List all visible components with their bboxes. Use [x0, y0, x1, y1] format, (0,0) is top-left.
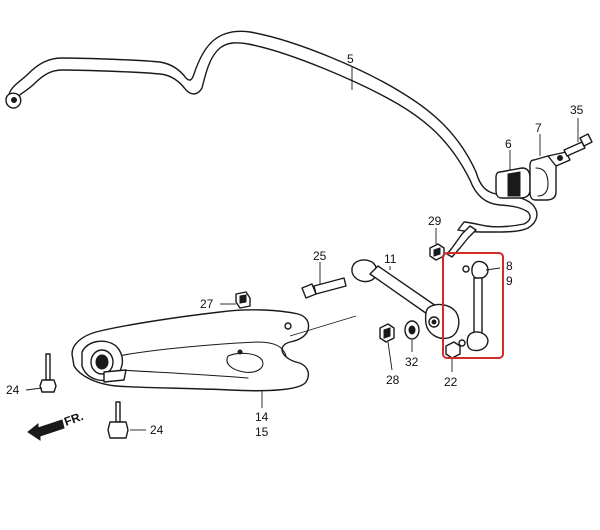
- callout-24-left: 24: [6, 383, 20, 397]
- bracket-bolt[interactable]: [563, 133, 593, 157]
- callout-7: 7: [535, 121, 542, 135]
- highlight-frame: [442, 252, 504, 359]
- bolt-24-left[interactable]: [39, 353, 57, 393]
- callout-32: 32: [405, 355, 419, 369]
- washer-32[interactable]: [404, 320, 420, 340]
- callout-29: 29: [428, 214, 442, 228]
- stabilizer-bar[interactable]: [5, 30, 538, 258]
- front-label: FR.: [62, 409, 85, 429]
- callout-6: 6: [505, 137, 512, 151]
- callout-9: 9: [506, 274, 513, 288]
- bolt-27[interactable]: [235, 291, 251, 309]
- front-direction-marker: FR.: [27, 409, 85, 441]
- bushing-bracket[interactable]: [529, 151, 571, 201]
- callout-8: 8: [506, 259, 513, 273]
- nut-29[interactable]: [429, 243, 445, 261]
- callout-27: 27: [200, 297, 214, 311]
- callout-22: 22: [444, 375, 458, 389]
- bolt-25[interactable]: [301, 277, 347, 299]
- bolt-24-bottom[interactable]: [107, 401, 129, 439]
- callout-28: 28: [386, 373, 400, 387]
- callout-5: 5: [347, 52, 354, 66]
- stabilizer-link[interactable]: [458, 260, 489, 352]
- front-arrow-icon: [27, 419, 65, 441]
- callout-24-bottom: 24: [150, 423, 164, 437]
- callout-25: 25: [313, 249, 327, 263]
- nut-22[interactable]: [445, 341, 461, 359]
- leader-lines: [25, 66, 579, 431]
- callout-labels: 5 35 7 6 29 8 9 25 11 27 32 28 22 24 24 …: [6, 52, 584, 439]
- callout-11: 11: [384, 252, 397, 266]
- trailing-arm[interactable]: [71, 309, 310, 392]
- callout-14: 14: [255, 410, 269, 424]
- nut-28[interactable]: [379, 323, 395, 343]
- stabilizer-bushing[interactable]: [495, 167, 531, 199]
- callout-15: 15: [255, 425, 269, 439]
- callout-35: 35: [570, 103, 584, 117]
